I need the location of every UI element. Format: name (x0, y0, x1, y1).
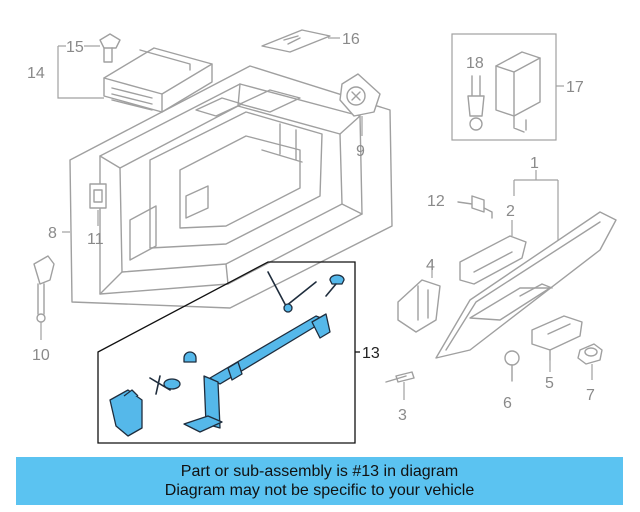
part-2-handle (459, 235, 527, 285)
part-7-cylinder (577, 343, 603, 365)
part-16-label (261, 29, 331, 53)
parts-diagram: 15 14 16 8 11 (27, 29, 617, 444)
callout-10: 10 (32, 347, 50, 364)
callout-13: 13 (362, 345, 380, 362)
part-11-clip (89, 183, 107, 209)
banner-line-1: Part or sub-assembly is #13 in diagram (180, 463, 459, 480)
callout-14: 14 (27, 65, 45, 82)
part-18-bulb (467, 75, 485, 131)
part-17-frame (451, 33, 557, 141)
part-14-damper (103, 47, 213, 113)
part-13-highlighted-assembly (109, 271, 345, 437)
callout-12: 12 (427, 193, 445, 210)
part-12-screw (457, 195, 493, 219)
banner-line-2: Diagram may not be specific to your vehi… (164, 482, 475, 499)
glove-box-housing (69, 65, 393, 309)
info-banner: Part or sub-assembly is #13 in diagram D… (16, 457, 623, 505)
part-17-switch (495, 51, 541, 133)
callout-4: 4 (426, 257, 435, 274)
callout-8: 8 (48, 225, 57, 242)
part-6-screw (504, 350, 520, 382)
callout-11: 11 (87, 231, 104, 248)
callout-9: 9 (356, 143, 365, 160)
callout-1: 1 (530, 155, 539, 172)
callout-18: 18 (466, 55, 484, 72)
callout-6: 6 (503, 395, 512, 412)
callout-7: 7 (586, 387, 595, 404)
callout-15: 15 (66, 39, 84, 56)
part-15-push-pin (84, 33, 121, 63)
callout-17: 17 (566, 79, 584, 96)
part-10-latch (33, 255, 55, 323)
part-4-bracket (397, 279, 441, 333)
callout-5: 5 (545, 375, 554, 392)
part-3-stop (385, 371, 415, 383)
part-9-light (339, 73, 381, 117)
callout-1-bracket (513, 179, 559, 240)
part-5-lock (531, 315, 583, 361)
callout-3: 3 (398, 407, 407, 424)
callout-2: 2 (506, 203, 515, 220)
part-1-glove-box-door (435, 211, 617, 359)
callout-16: 16 (342, 31, 360, 48)
